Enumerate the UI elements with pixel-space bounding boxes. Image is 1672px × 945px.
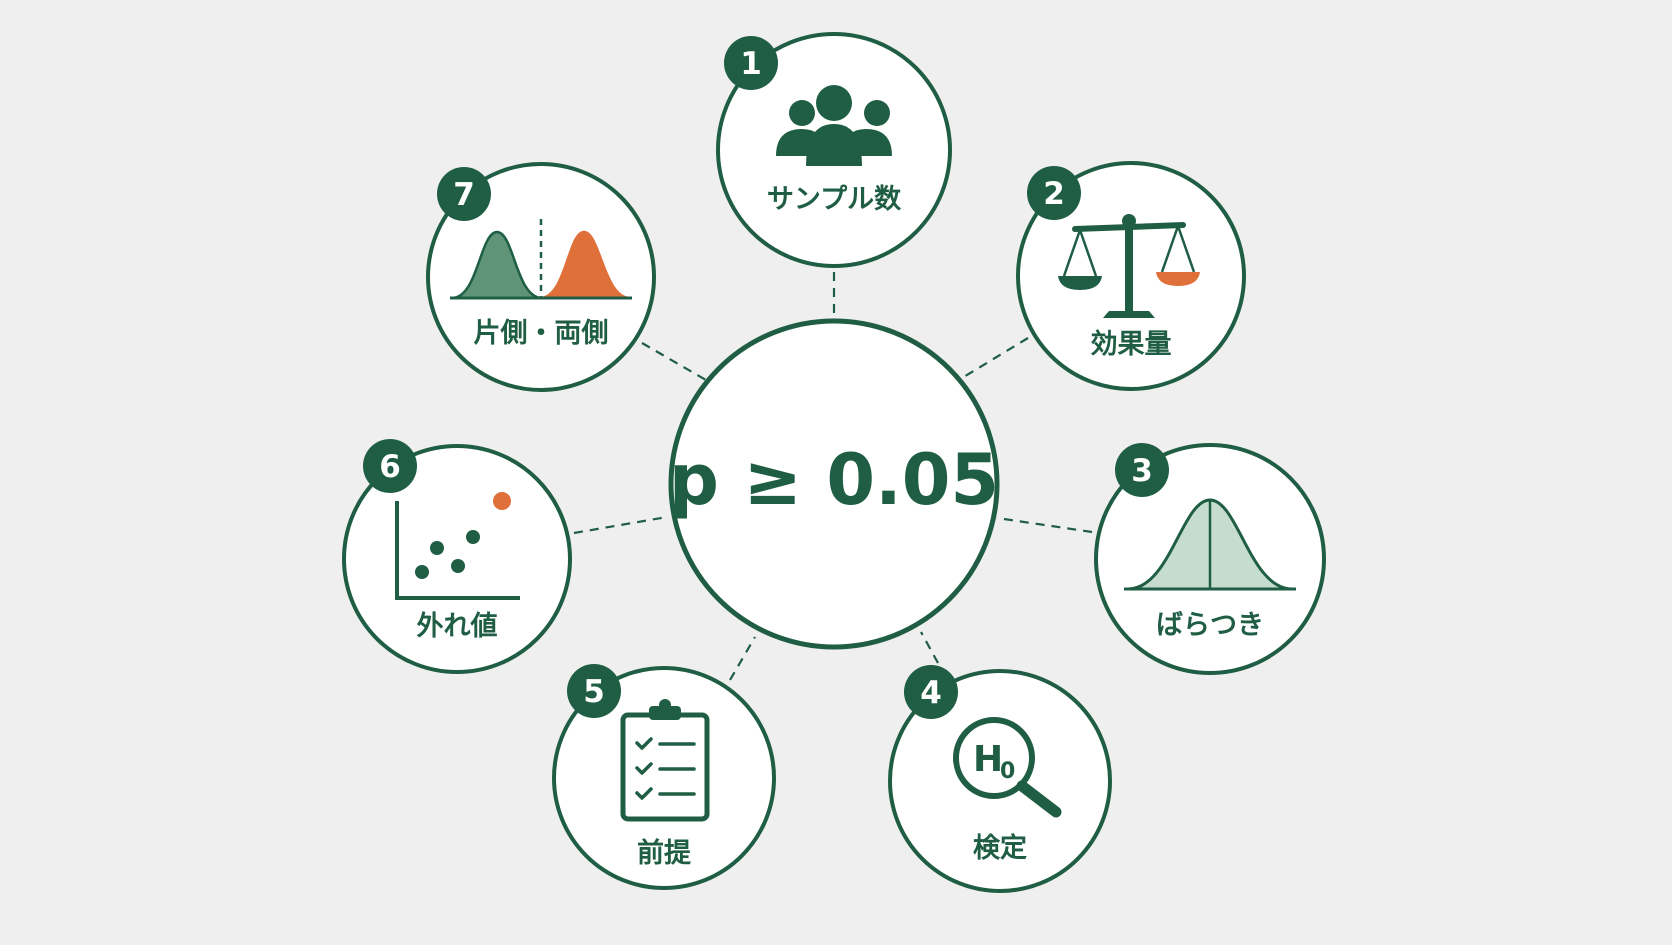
badge-number: 7 xyxy=(453,177,475,213)
badge-number: 1 xyxy=(740,46,762,82)
connector-3 xyxy=(996,516,1093,534)
number-badge xyxy=(1115,443,1169,497)
connector-4 xyxy=(920,631,939,664)
factor-node-4: H 0 検定 4 xyxy=(888,665,1112,893)
connector-5 xyxy=(729,636,756,681)
balance-scale-icon xyxy=(1058,214,1200,318)
number-badge xyxy=(567,664,621,718)
connector-2 xyxy=(961,337,1029,379)
connectors xyxy=(573,272,1093,681)
factor-circle xyxy=(342,444,572,674)
badge-number: 2 xyxy=(1043,176,1065,212)
factor-node-2: 効果量 2 xyxy=(1016,161,1246,391)
badge-number: 5 xyxy=(583,674,605,710)
connector-7 xyxy=(641,342,707,381)
hypothesis-subscript: 0 xyxy=(1000,759,1015,784)
factor-label: ばらつき xyxy=(1156,610,1264,641)
number-badge xyxy=(724,36,778,90)
factor-label: 検定 xyxy=(973,832,1027,864)
badge-number: 6 xyxy=(379,449,401,485)
two-distributions-icon xyxy=(450,219,632,300)
center-text: p ≥ 0.05 xyxy=(669,439,999,521)
factor-node-5: 前提 5 xyxy=(552,664,776,890)
connector-6 xyxy=(573,515,668,535)
factor-label: 片側・両側 xyxy=(474,318,609,349)
badge-number: 3 xyxy=(1131,453,1153,489)
factor-node-1: サンプル数 1 xyxy=(716,32,952,268)
center-node: p ≥ 0.05 xyxy=(668,318,1000,650)
factor-label: 効果量 xyxy=(1091,328,1172,360)
hypothesis-letter: H xyxy=(973,739,1003,780)
number-badge xyxy=(1027,166,1081,220)
factor-label: 外れ値 xyxy=(417,611,498,642)
checklist-clipboard-icon xyxy=(620,699,710,822)
number-badge xyxy=(904,665,958,719)
scatter-outlier-icon xyxy=(395,492,520,600)
factor-node-6: 外れ値 6 xyxy=(342,439,572,674)
factor-label: 前提 xyxy=(637,837,692,869)
factor-label: サンプル数 xyxy=(767,184,902,215)
people-group-icon xyxy=(776,85,892,166)
factor-node-7: 片側・両側 7 xyxy=(426,162,656,392)
center-circle xyxy=(668,318,1000,650)
magnifier-h0-icon: H 0 xyxy=(953,717,1062,818)
factor-node-3: ばらつき 3 xyxy=(1094,443,1326,675)
number-badge xyxy=(437,167,491,221)
bell-curve-icon xyxy=(1124,498,1296,591)
number-badge xyxy=(363,439,417,493)
badge-number: 4 xyxy=(920,675,942,711)
